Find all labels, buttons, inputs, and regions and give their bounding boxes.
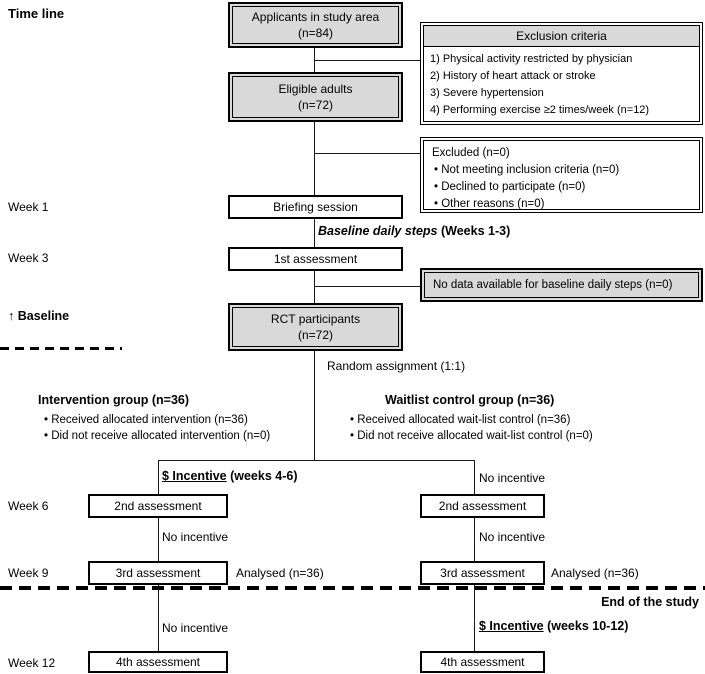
baseline-daily-steps-weeks: (Weeks 1-3) — [437, 224, 511, 238]
waitlist-group-item: • Received allocated wait-list control (… — [350, 414, 571, 426]
incentive-weeks: (weeks 10-12) — [543, 619, 629, 633]
flow-line — [314, 271, 315, 303]
analysed-label-waitlist: Analysed (n=36) — [551, 566, 639, 580]
baseline-daily-steps-italic: Baseline daily steps — [318, 224, 438, 238]
second-assessment-box-intervention: 2nd assessment — [88, 494, 228, 518]
flow-line — [314, 153, 420, 154]
excluded-item: • Other reasons (n=0) — [434, 198, 545, 210]
waitlist-group-item: • Did not receive allocated wait-list co… — [350, 430, 593, 442]
flow-line — [474, 460, 475, 494]
no-incentive-weeks-6-9-intervention: No incentive — [162, 530, 229, 544]
random-assignment-label: Random assignment (1:1) — [327, 359, 466, 373]
flow-line — [158, 585, 159, 651]
no-incentive-weeks-10-12-label: No incentive — [162, 621, 229, 635]
applicants-box: Applicants in study area (n=84) — [228, 2, 403, 48]
first-assessment-label: 1st assessment — [273, 252, 358, 266]
flow-line — [314, 60, 420, 61]
eligible-box-n: (n=72) — [297, 98, 334, 112]
incentive-weeks-10-12-label: $ Incentive (weeks 10-12) — [479, 619, 628, 633]
baseline-dashed-divider — [0, 347, 122, 350]
fourth-assessment-label: 4th assessment — [115, 655, 201, 669]
end-of-study-dashed-divider — [0, 586, 705, 590]
excluded-box-title: Excluded (n=0) — [432, 147, 510, 159]
flow-line — [314, 122, 315, 195]
applicants-box-title: Applicants in study area — [251, 10, 380, 24]
eligible-adults-box: Eligible adults (n=72) — [228, 72, 403, 122]
excluded-item: • Declined to participate (n=0) — [434, 181, 586, 193]
applicants-box-n: (n=84) — [297, 26, 334, 40]
waitlist-group-title: Waitlist control group (n=36) — [385, 393, 555, 407]
incentive-underlined: $ Incentive — [162, 469, 227, 483]
intervention-group-item: • Did not receive allocated intervention… — [44, 430, 271, 442]
no-data-box: No data available for baseline daily ste… — [420, 268, 703, 302]
flow-line — [158, 460, 159, 494]
fourth-assessment-box-intervention: 4th assessment — [88, 651, 228, 673]
second-assessment-label: 2nd assessment — [438, 499, 527, 513]
exclusion-criteria-item: 3) Severe hypertension — [430, 87, 544, 99]
end-of-study-label: End of the study — [601, 595, 699, 609]
flow-line — [314, 286, 420, 287]
week-1-label: Week 1 — [8, 200, 49, 214]
briefing-session-label: Briefing session — [273, 200, 358, 214]
flow-line — [158, 518, 159, 561]
exclusion-criteria-box: Exclusion criteria 1) Physical activity … — [420, 22, 703, 125]
week-9-label: Week 9 — [8, 566, 49, 580]
week-3-label: Week 3 — [8, 251, 49, 265]
week-12-label: Week 12 — [8, 656, 56, 670]
second-assessment-label: 2nd assessment — [114, 499, 202, 513]
timeline-label: Time line — [8, 6, 65, 21]
no-incentive-weeks-4-6-label: No incentive — [479, 471, 546, 485]
flow-line — [314, 351, 315, 460]
eligible-box-title: Eligible adults — [278, 82, 353, 96]
rct-box-n: (n=72) — [297, 328, 334, 342]
flow-line — [474, 518, 475, 561]
flow-line — [158, 460, 475, 461]
third-assessment-label: 3rd assessment — [440, 566, 525, 580]
first-assessment-box: 1st assessment — [228, 247, 403, 271]
incentive-weeks-4-6-label: $ Incentive (weeks 4-6) — [162, 469, 298, 483]
briefing-session-box: Briefing session — [228, 195, 403, 219]
incentive-weeks: (weeks 4-6) — [226, 469, 298, 483]
baseline-marker-label: ↑ Baseline — [8, 309, 70, 323]
intervention-group-title: Intervention group (n=36) — [38, 393, 190, 407]
third-assessment-box-waitlist: 3rd assessment — [420, 561, 545, 585]
flow-line — [314, 219, 315, 247]
exclusion-criteria-header: Exclusion criteria — [424, 26, 699, 47]
fourth-assessment-box-waitlist: 4th assessment — [420, 651, 545, 673]
excluded-item: • Not meeting inclusion criteria (n=0) — [434, 164, 620, 176]
third-assessment-label: 3rd assessment — [115, 566, 201, 580]
exclusion-criteria-item: 4) Performing exercise ≥2 times/week (n=… — [430, 104, 650, 116]
third-assessment-box-intervention: 3rd assessment — [88, 561, 228, 585]
second-assessment-box-waitlist: 2nd assessment — [420, 494, 545, 518]
week-6-label: Week 6 — [8, 499, 49, 513]
analysed-label-intervention: Analysed (n=36) — [236, 566, 324, 580]
exclusion-criteria-item: 1) Physical activity restricted by physi… — [430, 53, 633, 65]
excluded-box: Excluded (n=0) • Not meeting inclusion c… — [420, 137, 703, 213]
no-data-label: No data available for baseline daily ste… — [433, 279, 673, 291]
rct-participants-box: RCT participants (n=72) — [228, 303, 403, 351]
fourth-assessment-label: 4th assessment — [440, 655, 525, 669]
baseline-daily-steps-label: Baseline daily steps (Weeks 1-3) — [318, 224, 510, 238]
rct-box-title: RCT participants — [270, 312, 361, 326]
exclusion-criteria-item: 2) History of heart attack or stroke — [430, 70, 596, 82]
intervention-group-item: • Received allocated intervention (n=36) — [44, 414, 248, 426]
no-incentive-weeks-6-9-waitlist: No incentive — [479, 530, 546, 544]
flow-line — [474, 585, 475, 651]
incentive-underlined: $ Incentive — [479, 619, 544, 633]
